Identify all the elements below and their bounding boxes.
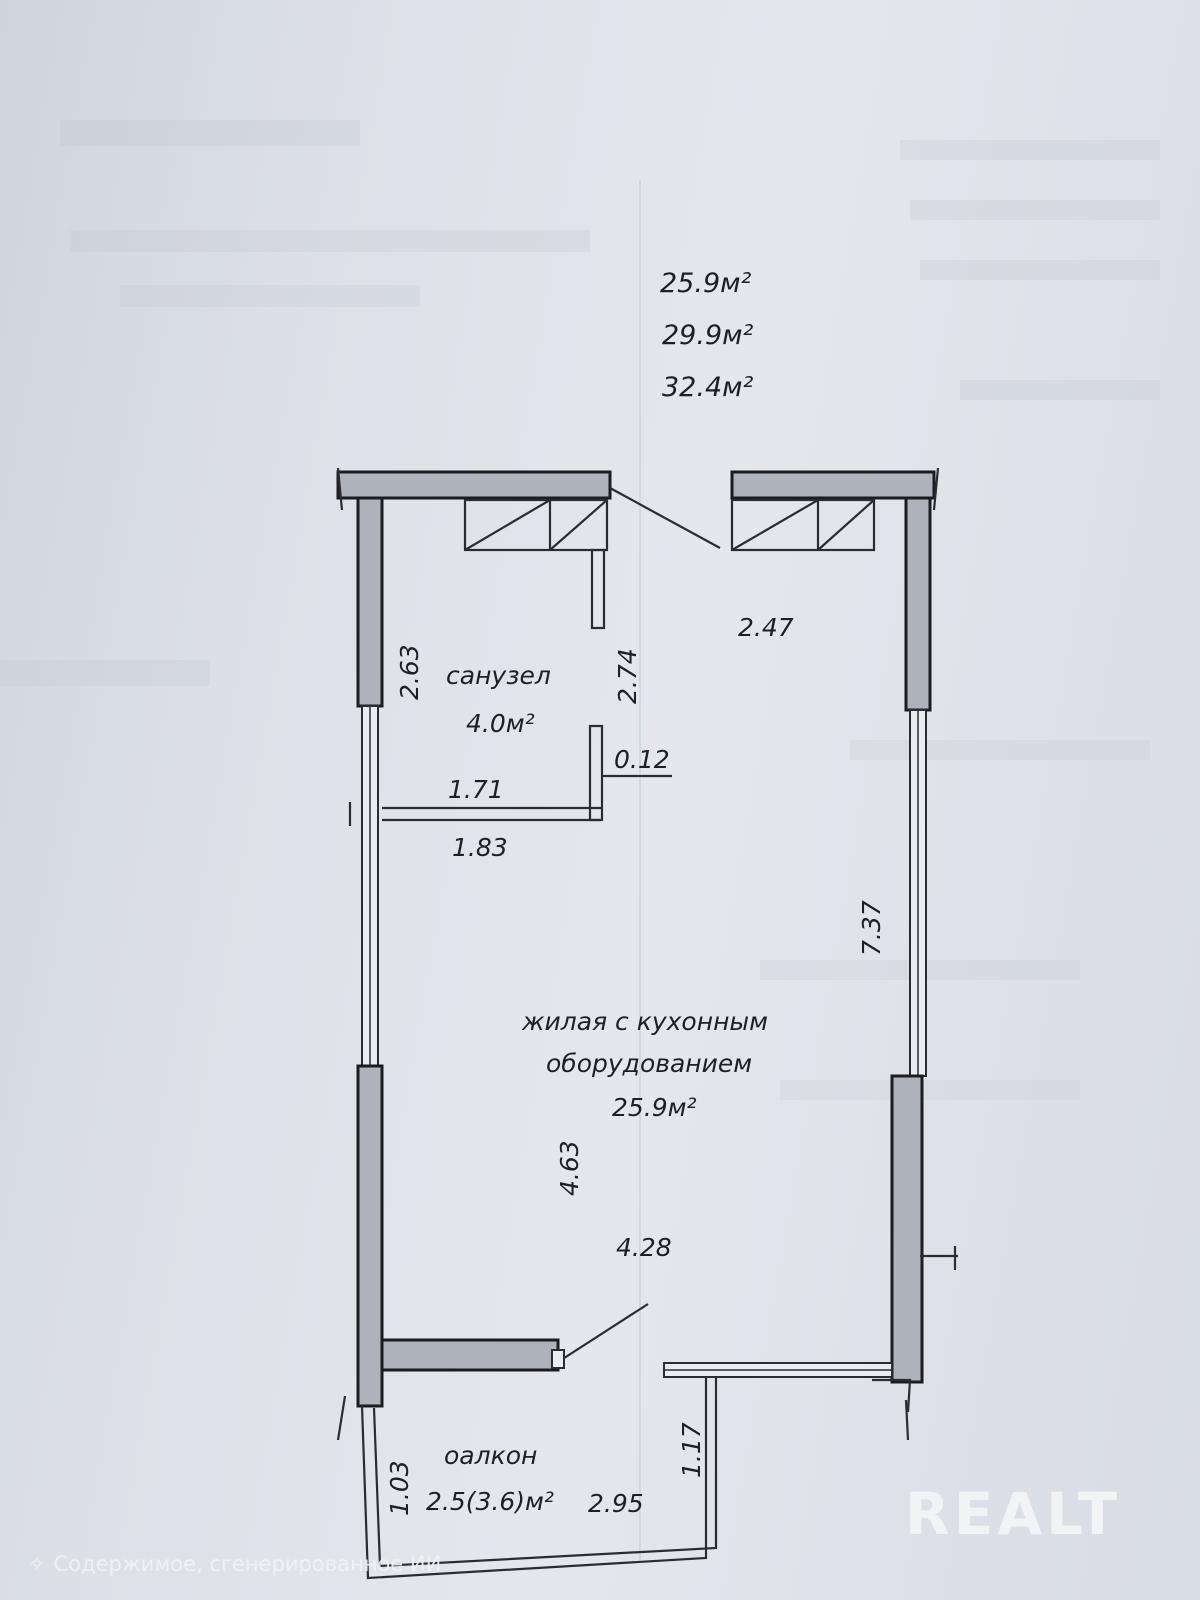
bathroom-area: 4.0м² bbox=[466, 709, 535, 738]
living-area: 25.9м² bbox=[612, 1093, 697, 1122]
balcony-door bbox=[551, 1303, 893, 1378]
dim-balcony-right: 1.17 bbox=[677, 1422, 706, 1478]
bathroom-name: санузел bbox=[446, 661, 551, 690]
living-name-line1: жилая с кухонным bbox=[521, 1007, 768, 1036]
ai-content-notice: ✧ Содержимое, сгенерированное ИИ bbox=[28, 1552, 441, 1576]
wall-ticks bbox=[336, 467, 958, 1441]
exterior-walls bbox=[336, 470, 936, 1408]
realt-logo: REALT bbox=[905, 1480, 1122, 1548]
dim-bath-width: 1.71 bbox=[448, 775, 504, 804]
dim-bath-outer: 1.83 bbox=[452, 833, 508, 862]
dim-living-width: 4.28 bbox=[616, 1233, 672, 1262]
dim-right-wall: 7.37 bbox=[857, 900, 886, 956]
wardrobe-right bbox=[730, 498, 876, 552]
sparkle-icon: ✧ bbox=[28, 1552, 46, 1576]
wall-left-lower bbox=[356, 1064, 384, 1408]
wall-right-upper bbox=[904, 496, 932, 712]
dim-bath-left: 2.63 bbox=[395, 644, 424, 700]
dimension-labels: 2.47 2.63 2.74 0.12 1.71 1.83 7.37 4.63 … bbox=[385, 613, 886, 1518]
wall-right-lower bbox=[890, 1074, 924, 1384]
balcony-name: оалкон bbox=[444, 1441, 537, 1470]
area-total: 29.9м² bbox=[662, 320, 753, 351]
area-living: 25.9м² bbox=[660, 268, 751, 299]
dim-wall-thickness: 0.12 bbox=[614, 745, 670, 774]
area-total-with-balcony: 32.4м² bbox=[662, 372, 753, 403]
dim-balcony-width: 2.95 bbox=[588, 1489, 644, 1518]
wall-top-left bbox=[336, 470, 612, 500]
wall-top-right bbox=[730, 470, 936, 500]
dim-living-height: 4.63 bbox=[555, 1140, 584, 1196]
dim-bath-right: 2.74 bbox=[613, 648, 642, 704]
show-through-text bbox=[0, 120, 1160, 1560]
ai-notice-text: Содержимое, сгенерированное ИИ bbox=[53, 1552, 442, 1576]
wall-left-upper bbox=[356, 496, 384, 708]
wall-bottom-left bbox=[380, 1338, 560, 1372]
wardrobe-left bbox=[463, 498, 609, 552]
bathroom-partitions bbox=[382, 548, 672, 822]
dim-entry-width: 2.47 bbox=[738, 613, 794, 642]
balcony-outline bbox=[360, 1378, 912, 1580]
balcony-area: 2.5(3.6)м² bbox=[426, 1487, 554, 1516]
area-summary: 25.9м² 29.9м² 32.4м² bbox=[660, 268, 753, 403]
entrance-door bbox=[609, 487, 721, 549]
room-labels: санузел 4.0м² жилая с кухонным оборудова… bbox=[426, 661, 768, 1516]
living-name-line2: оборудованием bbox=[546, 1049, 752, 1078]
dim-balcony-left: 1.03 bbox=[385, 1460, 414, 1516]
